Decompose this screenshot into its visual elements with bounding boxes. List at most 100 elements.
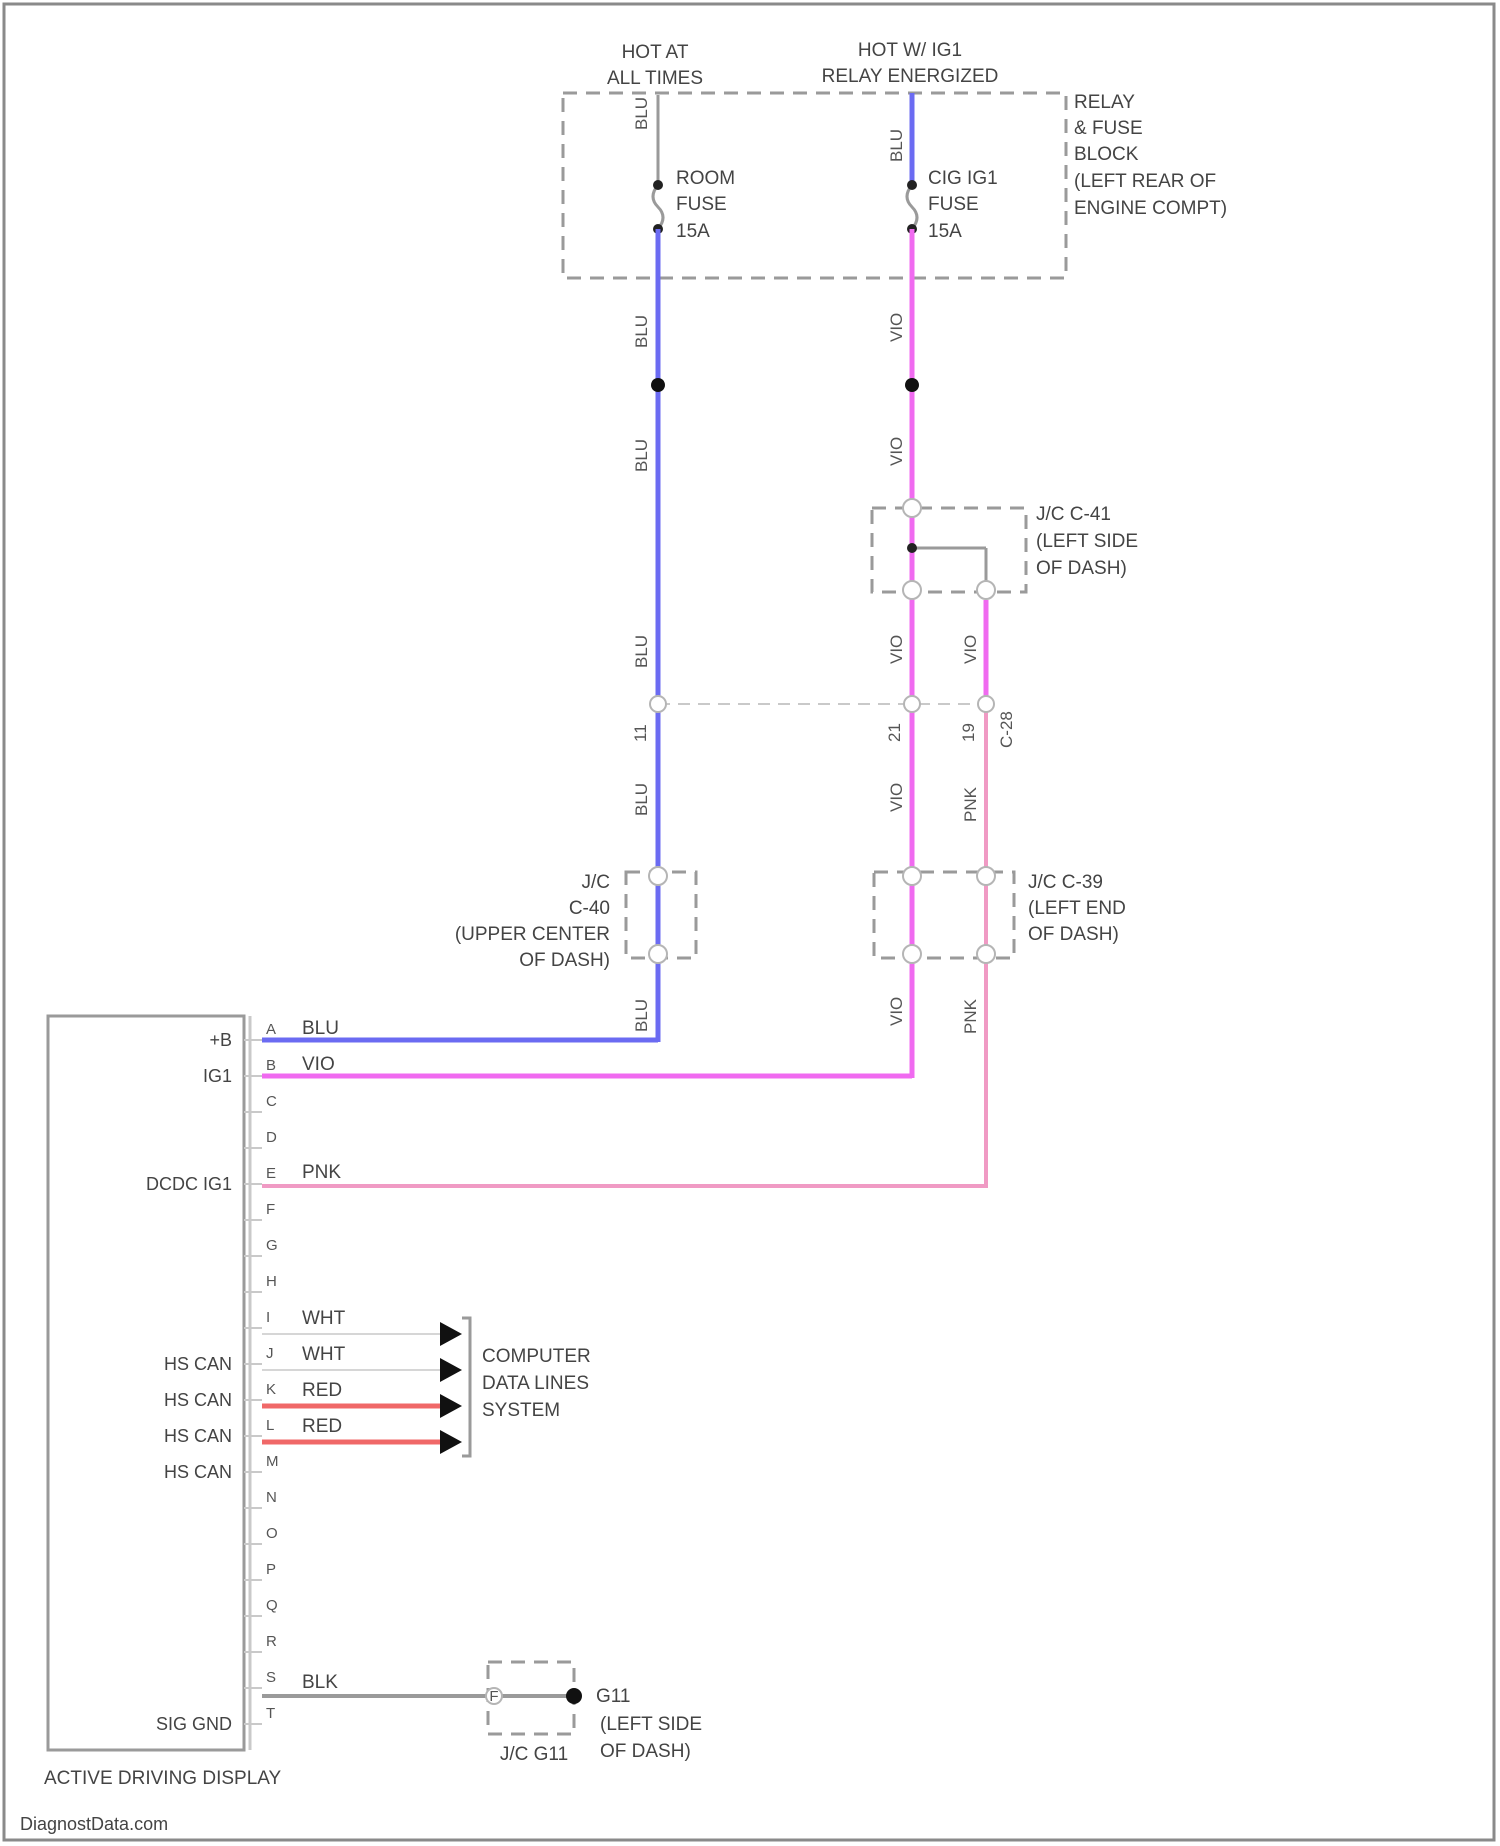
jc-c40-pin-bottom [649,945,667,963]
module-pin-i: I [266,1309,270,1326]
wire-code-pnk-h: PNK [302,1162,341,1183]
arrow-icon-can-3 [440,1394,462,1418]
module-pin-n: N [266,1489,277,1506]
fuse-block-label-5: ENGINE COMPT) [1074,198,1227,219]
wire-code-blu-2: BLU [887,129,906,162]
wire-code-vio-2: VIO [887,437,906,466]
wire-code-vio-4: VIO [961,635,980,664]
module-pin-label-a: +B [209,1030,232,1050]
ground-location-1: (LEFT SIDE [600,1714,702,1735]
module-pin-h: H [266,1273,277,1290]
module-pin-label-j: HS CAN [164,1354,232,1374]
module-pin-label-b: IG1 [203,1066,232,1086]
module-pin-j: J [266,1345,274,1362]
connector-c28-label: C-28 [997,711,1016,748]
wire-code-wht-1: WHT [302,1308,346,1329]
module-pin-label-m: HS CAN [164,1462,232,1482]
jc-c40-label-1: J/C [582,872,611,893]
blu-splice [651,378,665,392]
jc-c41-label-3: OF DASH) [1036,558,1127,579]
jc-c39-pin-pnk-top [977,867,995,885]
wire-code-blu-1: BLU [632,97,651,130]
jc-c41-pin-top [903,499,921,517]
module-pin-s: S [266,1669,276,1686]
room-fuse-label-2: FUSE [676,194,727,215]
jc-c39-pin-pnk-bottom [977,945,995,963]
wire-code-blu-4: BLU [632,439,651,472]
jc-c41-label-1: J/C C-41 [1036,504,1111,525]
jc-g11-label: J/C G11 [500,1744,568,1765]
wire-code-blu-h: BLU [302,1018,339,1039]
wire-code-vio-5: VIO [887,783,906,812]
jc-c39-label-3: OF DASH) [1028,924,1119,945]
splice-number-blu: 11 [631,724,650,742]
ig-fuse-label-3: 15A [928,221,962,242]
data-lines-label-3: SYSTEM [482,1400,560,1421]
module-name: ACTIVE DRIVING DISPLAY [44,1768,282,1789]
jc-c41-box [872,508,1026,592]
fuse-block-label-4: (LEFT REAR OF [1074,171,1216,192]
room-fuse-element [653,185,663,229]
module-pin-m: M [266,1453,279,1470]
data-lines-label-2: DATA LINES [482,1373,589,1394]
module-pin-q: Q [266,1597,278,1614]
module-pin-o: O [266,1525,278,1542]
module-pin-a: A [266,1021,276,1038]
arrow-icon-can-1 [440,1322,462,1346]
module-pin-d: D [266,1129,277,1146]
wire-code-vio-6: VIO [887,997,906,1026]
ground-location-2: OF DASH) [600,1741,691,1762]
arrow-icon-can-2 [440,1358,462,1382]
module-pin-c: C [266,1093,277,1110]
wire-code-blu-7: BLU [632,999,651,1032]
module-pin-g: G [266,1237,278,1254]
module-pin-f: F [266,1201,275,1218]
module-pin-label-k: HS CAN [164,1390,232,1410]
wire-code-vio-1: VIO [887,313,906,342]
room-fuse-terminal-top [653,180,663,190]
module-pin-p: P [266,1561,276,1578]
ground-point-icon [566,1688,582,1704]
module-pin-t: T [266,1705,275,1722]
wire-code-vio-3: VIO [887,635,906,664]
module-pin-b: B [266,1057,276,1074]
hot-at-all-times-1: HOT AT [622,42,689,63]
watermark: DiagnostData.com [20,1814,168,1834]
jc-c40-pin-top [649,867,667,885]
room-fuse-label-3: 15A [676,221,710,242]
wire-code-blu-3: BLU [632,315,651,348]
wire-code-pnk-2: PNK [961,998,980,1034]
jc-c39-pin-vio-bottom [903,945,921,963]
data-lines-label-1: COMPUTER [482,1346,591,1367]
fuse-block-label-2: & FUSE [1074,118,1143,139]
hot-relay-2: RELAY ENERGIZED [822,66,999,87]
module-pin-e: E [266,1165,276,1182]
wire-code-blu-5: BLU [632,635,651,668]
hot-relay-1: HOT W/ IG1 [858,40,962,61]
wire-code-red-2: RED [302,1416,342,1437]
wire-code-blk: BLK [302,1672,338,1693]
module-pin-label-e: DCDC IG1 [146,1174,232,1194]
hot-at-all-times-2: ALL TIMES [607,68,703,89]
jc-c39-label-2: (LEFT END [1028,898,1126,919]
jc-c41-pin-a [903,581,921,599]
jc-g11-pin-label: F [489,1688,498,1705]
c28-pin-vio [904,696,920,712]
module-box [48,1016,244,1750]
module-pin-l: L [266,1417,274,1434]
ig-fuse-label-1: CIG IG1 [928,168,998,189]
room-fuse-label-1: ROOM [676,168,735,189]
module-pin-label-t: SIG GND [156,1714,232,1734]
module-pin-label-l: HS CAN [164,1426,232,1446]
wire-code-pnk-1: PNK [961,786,980,822]
splice-number-vio: 21 [885,723,904,742]
module-pin-r: R [266,1633,277,1650]
splice-number-pnk: 19 [959,723,978,742]
c28-pin-pnk [978,696,994,712]
ig-fuse-terminal-top [907,180,917,190]
jc-c41-node [907,543,917,553]
jc-c40-label-3: (UPPER CENTER [455,924,610,945]
ig-fuse-label-2: FUSE [928,194,979,215]
